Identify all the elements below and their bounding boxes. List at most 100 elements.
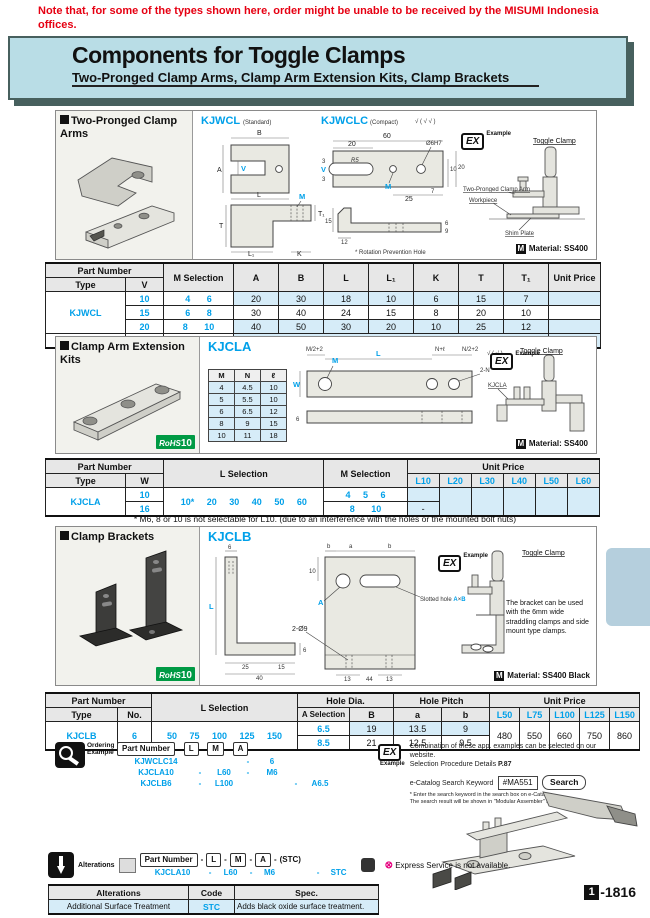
svg-text:V: V	[321, 165, 326, 174]
svg-text:2-Ø9: 2-Ø9	[292, 626, 308, 633]
kjwclc-title: KJWCLC	[321, 115, 368, 127]
ecatalog-note: * Enter the search keyword in the search…	[409, 792, 559, 806]
kjclb-drawing: 6 L 25 15 40 6 b a	[209, 544, 565, 683]
material-icon: M	[515, 244, 526, 254]
page-number: 1 -1816	[584, 884, 636, 900]
table-row: Additional Surface Treatment STC Adds bl…	[48, 899, 379, 915]
svg-text:60: 60	[383, 133, 391, 140]
page-number-box: 1	[584, 884, 600, 900]
keyword-label: e-Catalog Search Keyword	[409, 780, 494, 788]
kjwcl-kjwclc-drawing: KJWCL (Standard) B A V L M	[201, 115, 585, 258]
table-row: 16 8 10 -	[46, 501, 600, 517]
drawings-kjclb: KJCLB 6 L 25 15 40 6	[200, 527, 596, 685]
rohs-badge: RoHS10	[156, 435, 195, 449]
svg-text:3: 3	[322, 177, 326, 183]
ex-icon: EX	[438, 555, 462, 572]
ordering-format-row: Part Number - L - M - A	[117, 742, 339, 756]
search-keyword-field[interactable]: #MA551	[497, 776, 538, 791]
toggle-clamp-label: Toggle Clamp	[533, 138, 576, 145]
alterations-label: Alterations	[78, 861, 115, 869]
ordering-example-label: Ordering Example	[87, 742, 115, 757]
section-label: Clamp Brackets	[60, 531, 195, 544]
rohs-badge: RoHS10	[156, 667, 195, 681]
alterations-example-row: KJCLA10-L60-M6-STC	[154, 867, 347, 877]
table2-footnote: * M6, 8 or 10 is not selectable for L10.…	[133, 514, 517, 524]
svg-text:25: 25	[242, 665, 249, 671]
svg-text:M: M	[299, 192, 305, 201]
example-badge-3: EXExample	[438, 553, 488, 572]
svg-text:M: M	[385, 182, 391, 191]
alterations-icon	[48, 852, 74, 878]
toggle-clamp-label: Toggle Clamp	[520, 348, 563, 355]
svg-text:6: 6	[228, 545, 232, 551]
svg-text:20: 20	[458, 165, 465, 171]
col-m-selection: M Selection	[163, 262, 235, 292]
svg-text:a: a	[349, 544, 353, 550]
svg-text:44: 44	[366, 677, 373, 683]
svg-text:13: 13	[386, 677, 393, 683]
search-button[interactable]: Search	[542, 775, 587, 791]
page-header: Components for Toggle Clamps Two-Pronged…	[8, 36, 628, 100]
alterations-block: Alterations Part Number - L - M - A - (S…	[48, 852, 510, 878]
svg-text:L: L	[257, 192, 261, 199]
selection-procedure: Selection Procedure Details P.87	[409, 761, 512, 769]
svg-text:10: 10	[450, 167, 457, 173]
svg-text:6: 6	[303, 648, 307, 654]
svg-text:W: W	[293, 380, 301, 389]
photo-extension-kits: Clamp Arm Extension Kits RoHS10	[56, 337, 200, 453]
page-title: Components for Toggle Clamps	[72, 42, 406, 68]
kjwcl-subtitle: (Standard)	[243, 120, 271, 126]
svg-text:K: K	[297, 251, 302, 257]
section-clamp-brackets: Clamp Brackets RoHS10 KJCLB	[55, 526, 597, 686]
svg-text:M/2+2: M/2+2	[306, 347, 324, 353]
part-kjwcl: KJWCL	[45, 291, 126, 334]
table-row: KJWCL 10 4 6 20 30 18 10 6 15 7	[45, 291, 602, 334]
product-photo-clamp-arms	[77, 157, 175, 249]
svg-text:b: b	[327, 544, 331, 550]
svg-text:V: V	[241, 164, 246, 173]
svg-text:40: 40	[256, 676, 263, 682]
example-badge-2: EXExample	[490, 351, 540, 370]
shim-plate-label: Shim Plate	[505, 231, 535, 237]
kjcla-drawing: M/2+2 L N+ℓ N/2+2 M 2-N √ ( √ ) W 6	[293, 346, 585, 432]
section-label: Two-Pronged Clamp Arms	[60, 115, 178, 140]
kjcla-title: KJCLA	[208, 339, 252, 354]
svg-text:6: 6	[445, 221, 449, 227]
table-row: 20 8 10 40 50 30 20 10 25 12	[46, 319, 602, 334]
svg-text:2-N: 2-N	[480, 368, 490, 374]
toggle-clamp-illustration	[432, 791, 638, 890]
svg-text:12: 12	[341, 240, 348, 246]
section-bullet-icon	[60, 341, 69, 350]
col-unit-price: Unit Price	[548, 262, 602, 292]
table-row: 15 6 8 30 40 24 15 8 20 10	[46, 305, 602, 320]
svg-text:9: 9	[445, 229, 449, 235]
svg-text:L: L	[376, 349, 381, 358]
svg-text:15: 15	[278, 665, 285, 671]
ex-icon: EX	[378, 744, 402, 761]
svg-text:Ø6H7: Ø6H7	[426, 141, 442, 147]
svg-text:B: B	[257, 130, 262, 137]
surface-finish-marks: √ ( √ √ )	[415, 118, 436, 125]
page-edge-tab	[606, 548, 650, 626]
kjclb-title: KJCLB	[208, 529, 252, 544]
section-bullet-icon	[60, 115, 69, 124]
ordering-example-block: Ordering Example Part Number - L - M - A…	[55, 742, 339, 789]
svg-text:7: 7	[431, 189, 435, 195]
alterations-table: Alterations Code Spec. Additional Surfac…	[48, 884, 379, 915]
svg-text:L₁: L₁	[248, 251, 255, 257]
kjwcl-title: KJWCL	[201, 115, 240, 127]
svg-text:N/2+2: N/2+2	[462, 347, 479, 353]
svg-text:L: L	[209, 602, 214, 611]
section-label: Clamp Arm Extension Kits	[60, 341, 185, 366]
svg-text:13: 13	[344, 677, 351, 683]
svg-text:M: M	[332, 356, 338, 365]
svg-text:R5: R5	[351, 158, 359, 164]
svg-text:A: A	[217, 167, 222, 174]
ordering-example-rows: KJWCLC14-6 KJCLA10-L60-M6 KJCLB6-L100-A6…	[134, 757, 329, 788]
alterations-photo-icon	[118, 857, 136, 873]
svg-text:Slotted hole A×B: Slotted hole A×B	[420, 597, 466, 603]
section-two-pronged-clamp-arms: Two-Pronged Clamp Arms KJWCL (Standard)	[55, 110, 597, 260]
